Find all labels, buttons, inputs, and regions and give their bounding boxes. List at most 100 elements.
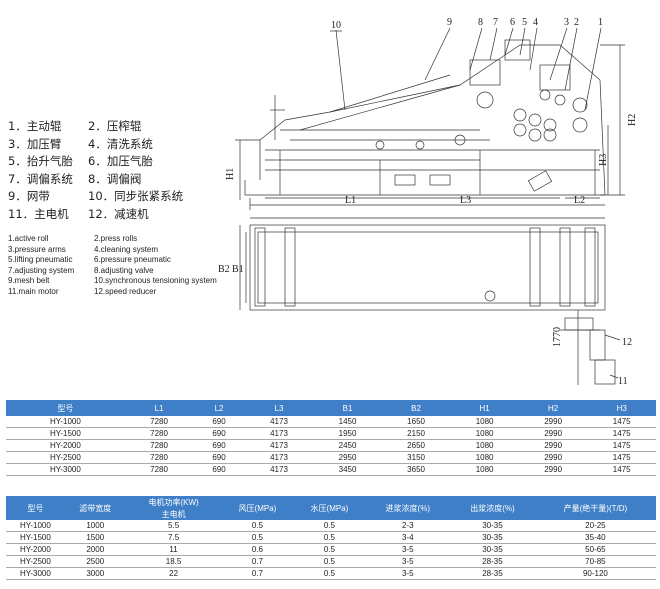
leader-lines: [330, 27, 602, 111]
table-cell: 0.7: [221, 555, 294, 568]
table-cell: 1080: [450, 463, 519, 476]
table-cell: 30-35: [450, 520, 535, 532]
table-cell: 7280: [124, 451, 194, 464]
table-cell: 0.6: [221, 543, 294, 556]
table-cell: HY-2000: [6, 543, 65, 556]
table-cell: 2150: [381, 427, 451, 440]
table-cell: 2-3: [365, 520, 451, 532]
table-cell: 90-120: [534, 567, 656, 580]
dim-b1: B1: [232, 264, 244, 275]
dim-l2: L2: [574, 195, 585, 206]
table-cell: 7280: [124, 416, 194, 428]
col-header: 滤带宽度: [64, 496, 126, 520]
callout-12: 12: [622, 337, 632, 348]
table-cell: 22: [125, 567, 222, 580]
callout-8: 8: [478, 17, 483, 28]
table-cell: 2000: [64, 543, 126, 556]
col-header: L3: [244, 400, 314, 416]
table-cell: 2990: [518, 416, 588, 428]
plan-view: B2 B1 1770 12 11: [218, 217, 632, 387]
table-cell: 0.5: [221, 531, 294, 544]
table-cell: 2990: [518, 463, 588, 476]
table-cell: 690: [193, 427, 245, 440]
table-cell: 690: [193, 439, 245, 452]
col-header: H2: [518, 400, 588, 416]
callout-9: 9: [447, 17, 452, 28]
table-cell: 3450: [313, 463, 382, 476]
callout-4: 4: [533, 17, 538, 28]
table-cell: 4173: [244, 427, 314, 440]
table-cell: 4173: [244, 451, 314, 464]
table-cell: 2990: [518, 427, 588, 440]
table-cell: 7.5: [125, 531, 222, 544]
callout-2: 2: [574, 17, 579, 28]
dim-1770: 1770: [552, 327, 563, 347]
callout-1: 1: [598, 17, 603, 28]
table-cell: 1080: [450, 427, 519, 440]
table-cell: 0.5: [293, 520, 366, 532]
table-cell: 35-40: [534, 531, 656, 544]
table-cell: 0.5: [293, 531, 366, 544]
col-header: 进浆浓度(%): [365, 496, 451, 520]
col-header: H1: [450, 400, 519, 416]
table-cell: HY-1000: [6, 520, 65, 532]
dim-l3: L3: [460, 195, 471, 206]
col-header: 出浆浓度(%): [450, 496, 535, 520]
table-cell: 2990: [518, 439, 588, 452]
table-cell: 1950: [313, 427, 382, 440]
table-cell: 1500: [64, 531, 126, 544]
table-cell: HY-3000: [6, 567, 65, 580]
table-cell: 1080: [450, 451, 519, 464]
table-cell: 1650: [381, 416, 451, 428]
table-cell: 3650: [381, 463, 451, 476]
table-cell: HY-1000: [6, 416, 125, 428]
table-cell: 2650: [381, 439, 451, 452]
table-cell: 0.5: [293, 567, 366, 580]
table-cell: 3-5: [365, 567, 451, 580]
spec-table: 型号 滤带宽度 电机功率(KW) 风压(MPa) 水压(MPa) 进浆浓度(%)…: [6, 496, 656, 580]
table-cell: 0.7: [221, 567, 294, 580]
table-cell: HY-3000: [6, 463, 125, 476]
table-cell: 50-65: [534, 543, 656, 556]
table-cell: 0.5: [293, 543, 366, 556]
table-cell: 1080: [450, 439, 519, 452]
col-header: B2: [381, 400, 451, 416]
table-cell: 3000: [64, 567, 126, 580]
table-cell: 1475: [587, 451, 656, 464]
table-cell: 690: [193, 416, 245, 428]
col-header: L1: [124, 400, 194, 416]
table-cell: 3150: [381, 451, 451, 464]
table-cell: 2990: [518, 451, 588, 464]
table-cell: HY-2000: [6, 439, 125, 452]
col-header: 水压(MPa): [293, 496, 366, 520]
table-cell: 3-4: [365, 531, 451, 544]
callout-6: 6: [510, 17, 515, 28]
dim-h2: H2: [627, 114, 638, 126]
col-header: B1: [313, 400, 382, 416]
table-cell: 4173: [244, 463, 314, 476]
col-header: 型号: [6, 400, 125, 416]
table-cell: 70-85: [534, 555, 656, 568]
callout-3: 3: [564, 17, 569, 28]
height-dimensions: H1 H2 H3: [225, 44, 638, 200]
table-cell: 0.5: [293, 555, 366, 568]
table-cell: 1450: [313, 416, 382, 428]
dim-b2: B2: [218, 264, 230, 275]
